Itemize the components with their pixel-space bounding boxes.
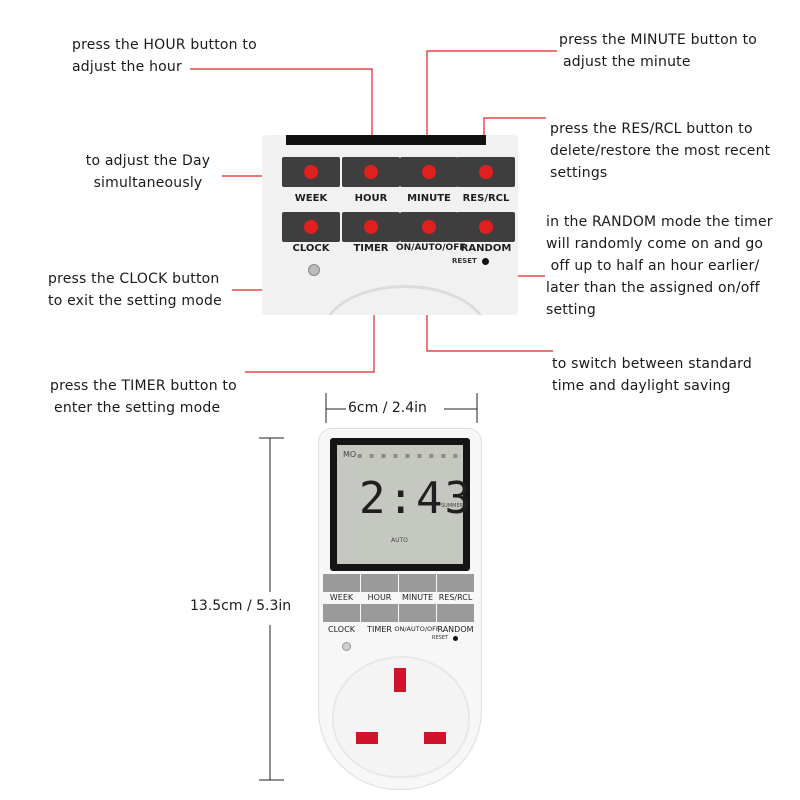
zoom-resrcl-label: RES/RCL [462, 193, 510, 204]
minute-button[interactable] [399, 574, 436, 592]
zoom-timer-label: TIMER [353, 243, 389, 254]
annotation-day: to adjust the Day simultaneously [82, 150, 214, 194]
red-dot-icon [364, 165, 378, 179]
annotation-day-line2: simultaneously [93, 175, 203, 191]
live-pin-slot [356, 732, 378, 744]
red-dot-icon [422, 220, 436, 234]
resrcl-label: RES/RCL [438, 593, 473, 602]
annotation-minute-line2: adjust the minute [563, 54, 691, 70]
zoom-week-button[interactable] [282, 157, 340, 187]
indicator-led [342, 642, 351, 651]
annotation-dst-line2: time and daylight saving [552, 378, 731, 394]
zoom-hour-label: HOUR [354, 193, 388, 204]
clock-label: CLOCK [328, 625, 355, 634]
week-label: WEEK [329, 593, 354, 602]
hour-button[interactable] [361, 574, 398, 592]
lcd-day: MO [343, 450, 357, 459]
annotation-timer: press the TIMER button to enter the sett… [50, 375, 237, 419]
zoom-random-label: RANDOM [460, 243, 512, 254]
zoom-clock-button[interactable] [282, 212, 340, 242]
annotation-day-line1: to adjust the Day [85, 153, 211, 169]
annotation-resrcl-line1: press the RES/RCL button to [550, 121, 753, 137]
lcd-mode: AUTO [391, 537, 408, 544]
annotation-timer-line2: enter the setting mode [54, 400, 221, 416]
timer-button[interactable] [361, 604, 398, 622]
uk-socket [332, 656, 470, 778]
zoomed-button-panel: WEEK HOUR MINUTE RES/RCL CLOCK TIMER ON/… [262, 135, 518, 315]
annotation-random-line2: will randomly come on and go [546, 236, 764, 252]
annotation-clock: press the CLOCK button to exit the setti… [48, 268, 222, 312]
timer-plug-device: MO ▪ ▪ ▪ ▪ ▪ ▪ ▪ ▪ ▪ 2:43 SUMMER AUTO WE… [318, 428, 482, 790]
onautooff-button[interactable] [399, 604, 436, 622]
zoom-minute-label: MINUTE [407, 193, 451, 204]
lcd-time: 2:43 [359, 473, 473, 524]
zoom-random-button[interactable] [457, 212, 515, 242]
red-dot-icon [364, 220, 378, 234]
width-dimension-label: 6cm / 2.4in [348, 400, 427, 416]
lcd-screen: MO ▪ ▪ ▪ ▪ ▪ ▪ ▪ ▪ ▪ 2:43 SUMMER AUTO [337, 445, 471, 564]
zoom-resrcl-button[interactable] [457, 157, 515, 187]
annotation-hour: press the HOUR button to adjust the hour [72, 34, 257, 78]
annotation-hour-line1: press the HOUR button to [72, 37, 257, 53]
annotation-random-line5: setting [546, 302, 596, 318]
zoom-onautooff-label: ON/AUTO/OFF [396, 243, 466, 253]
zoom-reset-hole[interactable] [482, 258, 489, 265]
annotation-hour-line2: adjust the hour [72, 59, 182, 75]
zoom-reset-label: RESET [452, 257, 477, 265]
red-dot-icon [304, 165, 318, 179]
annotation-resrcl-line3: settings [550, 165, 608, 181]
annotation-random-line1: in the RANDOM mode the timer [546, 214, 773, 230]
socket-outline [322, 285, 488, 315]
week-button[interactable] [323, 574, 360, 592]
annotation-clock-line1: press the CLOCK button [48, 271, 220, 287]
reset-hole[interactable] [453, 636, 458, 641]
annotation-resrcl-line2: delete/restore the most recent [550, 143, 771, 159]
red-dot-icon [479, 220, 493, 234]
random-label: RANDOM [437, 625, 474, 634]
annotation-clock-line2: to exit the setting mode [48, 293, 222, 309]
onautooff-label: ON/AUTO/OFF [394, 625, 440, 633]
annotation-dst-line1: to switch between standard [552, 356, 752, 372]
earth-pin-slot [394, 668, 406, 692]
zoom-onautooff-button[interactable] [400, 212, 458, 242]
minute-label: MINUTE [401, 593, 434, 602]
annotation-random-line4: later than the assigned on/off [546, 280, 760, 296]
zoom-minute-button[interactable] [400, 157, 458, 187]
lcd-display: MO ▪ ▪ ▪ ▪ ▪ ▪ ▪ ▪ ▪ 2:43 SUMMER AUTO [330, 438, 471, 571]
lcd-summer: SUMMER [441, 503, 464, 509]
annotation-random: in the RANDOM mode the timer will random… [546, 211, 773, 321]
lcd-segment-dots: ▪ ▪ ▪ ▪ ▪ ▪ ▪ ▪ ▪ [357, 451, 461, 460]
reset-label: RESET [432, 635, 449, 641]
annotation-random-line3: off up to half an hour earlier/ [546, 258, 760, 274]
red-dot-icon [422, 165, 436, 179]
annotation-timer-line1: press the TIMER button to [50, 378, 237, 394]
timer-label: TIMER [367, 625, 392, 634]
zoom-hour-button[interactable] [342, 157, 400, 187]
red-dot-icon [304, 220, 318, 234]
height-dimension-label: 13.5cm / 5.3in [190, 598, 292, 614]
annotation-minute-line1: press the MINUTE button to [559, 32, 758, 48]
zoom-timer-button[interactable] [342, 212, 400, 242]
red-dot-icon [479, 165, 493, 179]
resrcl-button[interactable] [437, 574, 474, 592]
annotation-minute: press the MINUTE button to adjust the mi… [559, 29, 757, 73]
lcd-edge [286, 135, 486, 145]
annotation-dst: to switch between standard time and dayl… [552, 353, 752, 397]
zoom-indicator-led [308, 264, 320, 276]
zoom-week-label: WEEK [294, 193, 328, 204]
hour-label: HOUR [367, 593, 392, 602]
random-button[interactable] [437, 604, 474, 622]
zoom-clock-label: CLOCK [292, 243, 330, 254]
clock-button[interactable] [323, 604, 360, 622]
neutral-pin-slot [424, 732, 446, 744]
annotation-resrcl: press the RES/RCL button to delete/resto… [550, 118, 770, 184]
